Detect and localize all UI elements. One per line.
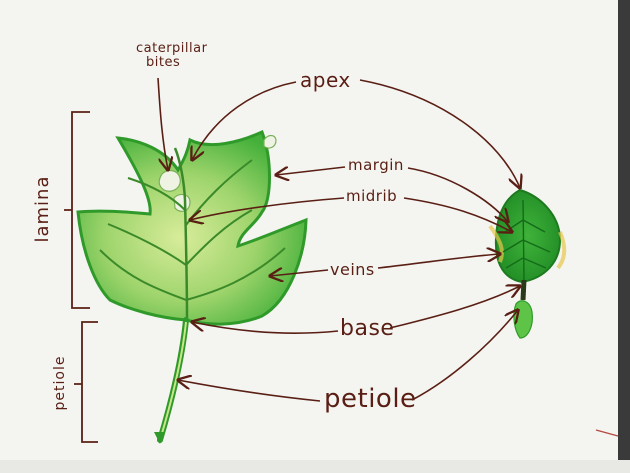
small-leaf-petiole <box>523 280 524 300</box>
bite-hole <box>264 136 276 149</box>
petiole-bracket <box>74 322 98 442</box>
small-leaf <box>496 190 560 282</box>
paper-bottom-edge <box>0 460 630 473</box>
caterpillar-label-line1: caterpillar <box>136 42 207 55</box>
apex-label: apex <box>300 70 351 90</box>
photo-edge <box>618 0 630 473</box>
veins-label: veins <box>330 262 375 278</box>
main-leaf-blade <box>78 132 306 324</box>
bite-hole <box>159 171 180 192</box>
petiole-bracket-label: petiole <box>53 353 67 413</box>
midrib-label: midrib <box>346 189 397 204</box>
stray-mark <box>596 430 618 436</box>
small-leaf-stem <box>514 301 532 338</box>
petiole-label: petiole <box>324 386 417 412</box>
lamina-bracket-label: lamina <box>34 174 52 244</box>
base-label: base <box>340 318 394 340</box>
margin-label: margin <box>348 158 404 173</box>
caterpillar-label-line2: bites <box>146 56 180 69</box>
